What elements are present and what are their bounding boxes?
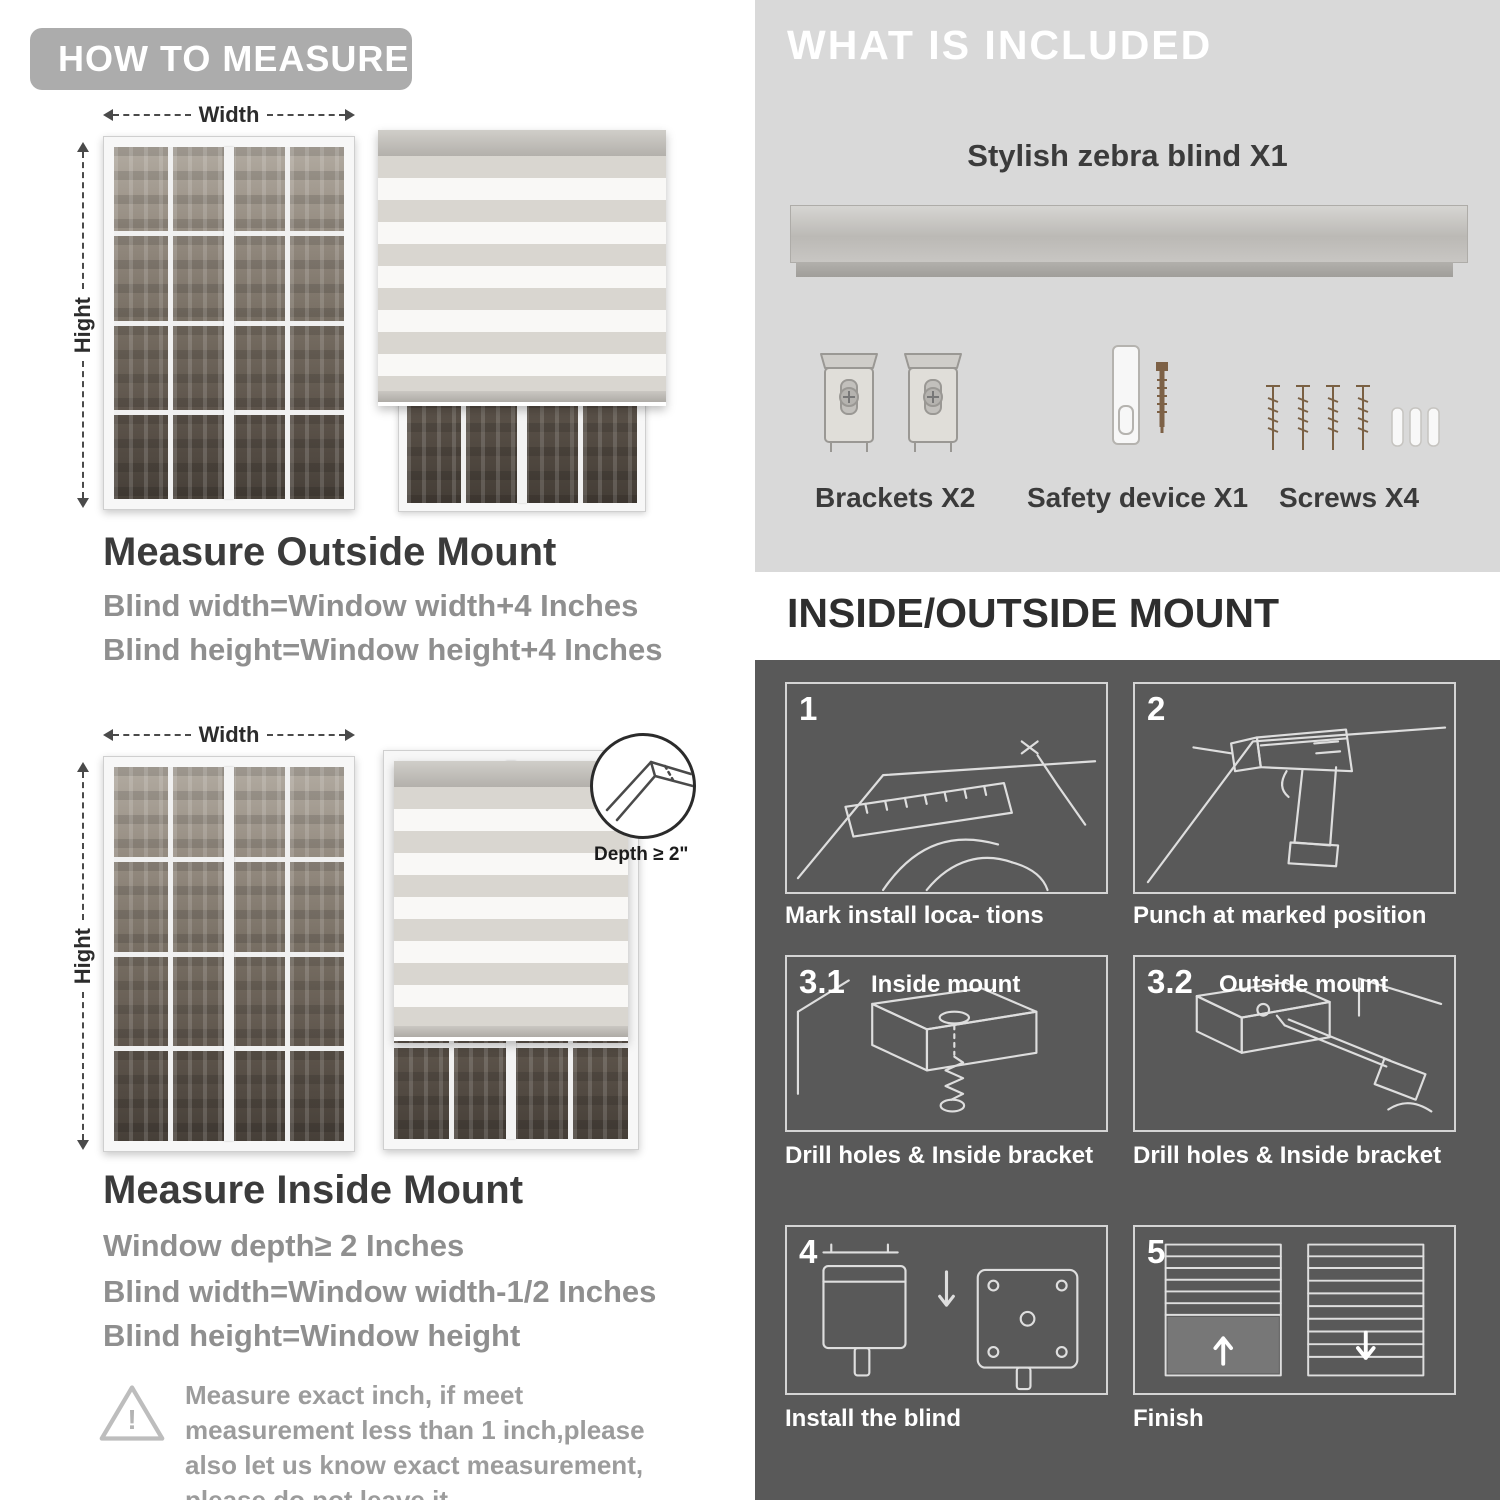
zebra-blind [378, 130, 666, 406]
arrow-left-icon [103, 109, 113, 121]
headrail-illustration [790, 205, 1468, 277]
blind-item-label: Stylish zebra blind X1 [967, 138, 1288, 173]
inside-formula-depth: Window depth≥ 2 Inches [103, 1228, 465, 1263]
step-number: 3.1 [799, 963, 845, 1000]
step-panel-5: 5 [1133, 1225, 1456, 1395]
arrow-down-icon [77, 1140, 89, 1151]
arrow-right-icon [345, 109, 356, 121]
blind-cassette [378, 130, 666, 156]
depth-corner-art [605, 760, 693, 822]
step-caption: Install the blind [785, 1405, 962, 1432]
window-panes [114, 767, 344, 1141]
step-panel-3-2: 3.2 Outside mount [1133, 955, 1456, 1132]
outside-bracket-screwdriver-art [1195, 977, 1443, 1113]
width-label: Width [198, 722, 260, 747]
step-caption: Punch at marked position [1133, 902, 1427, 929]
arrow-left-icon [103, 729, 113, 741]
safety-device-icon [1112, 345, 1168, 445]
step-number: 5 [1147, 1233, 1166, 1270]
step-panel-1: 1 [785, 682, 1108, 894]
height-arrow-outside: Hight [70, 142, 95, 509]
what-is-included-title: WHAT IS INCLUDED [787, 22, 1213, 68]
width-label: Width [198, 102, 260, 127]
step-number: 2 [1147, 690, 1166, 727]
screws-icon [1266, 385, 1440, 450]
screws-label: Screws X4 [1279, 482, 1420, 513]
warning-text: Measure exact inch, if meet measurement … [185, 1380, 645, 1500]
zebra-blind-inside-mount [383, 750, 639, 1150]
safety-device-label: Safety device X1 [1027, 482, 1249, 513]
blind-stripes [394, 787, 628, 1026]
step-caption: Drill holes & Inside bracket [1133, 1142, 1442, 1169]
step-panel-4: 4 [785, 1225, 1108, 1395]
ruler-hand-art [796, 740, 1097, 892]
step-sublabel: Outside mount [1219, 971, 1389, 998]
step-panel-3-1: 3.1 Inside mount [785, 955, 1108, 1132]
outside-formula-height: Blind height=Window height+4 Inches [103, 632, 663, 667]
step-sublabel: Inside mount [871, 971, 1021, 998]
step-caption: Drill holes & Inside bracket [785, 1142, 1094, 1169]
step-panel-2: 2 [1133, 682, 1456, 894]
width-arrow-outside: Width [103, 104, 356, 126]
blind-bottom-rail [394, 1025, 628, 1041]
depth-detail-circle [590, 733, 696, 839]
inside-formula-width: Blind width=Window width-1/2 Inches [103, 1274, 657, 1309]
blind-cassette [394, 761, 628, 787]
window-panes [114, 147, 344, 499]
height-arrow-inside: Hight [70, 762, 95, 1151]
install-blind-art [822, 1243, 1079, 1391]
arrow-up-icon [77, 142, 89, 152]
height-label: Hight [70, 296, 95, 354]
window-mullion [224, 147, 234, 499]
warning-exclamation: ! [127, 1404, 137, 1435]
drill-art [1146, 726, 1447, 884]
what-is-included-section: WHAT IS INCLUDED Stylish zebra blind X1 [755, 0, 1500, 572]
arrow-down-icon [77, 498, 89, 509]
inside-formula-height: Blind height=Window height [103, 1318, 521, 1353]
step-number: 1 [799, 690, 818, 727]
bracket-icon [904, 353, 962, 452]
blind-stripes [378, 156, 666, 391]
height-label: Hight [70, 927, 95, 985]
window-illustration-outside [103, 136, 355, 510]
outside-formula-width: Blind width=Window width+4 Inches [103, 588, 639, 623]
arrow-up-icon [77, 762, 89, 772]
step-number: 3.2 [1147, 963, 1193, 1000]
window-illustration-inside [103, 756, 355, 1152]
window-mullion [224, 767, 234, 1141]
inside-outside-mount-title: INSIDE/OUTSIDE MOUNT [787, 590, 1280, 636]
depth-label: Depth ≥ 2" [594, 844, 689, 865]
zebra-blind [394, 761, 628, 1041]
arrow-right-icon [345, 729, 356, 741]
mount-steps-section: 1 2 [755, 660, 1500, 1500]
warning-triangle-icon [99, 1385, 165, 1441]
inside-bracket-screw-art [796, 979, 1038, 1113]
finish-art [1164, 1243, 1425, 1377]
step-caption: Finish [1133, 1405, 1204, 1432]
zebra-blind-outside-mount [378, 130, 666, 512]
step-caption: Mark install loca- tions [785, 902, 1044, 929]
width-arrow-inside: Width [103, 724, 356, 746]
how-to-measure-banner: HOW TO MEASURE [30, 28, 412, 90]
bracket-icon [820, 353, 878, 452]
inside-mount-title: Measure Inside Mount [103, 1168, 524, 1212]
blind-bottom-rail [378, 391, 666, 406]
brackets-label: Brackets X2 [815, 482, 976, 513]
outside-mount-title: Measure Outside Mount [103, 530, 557, 574]
step-number: 4 [799, 1233, 818, 1270]
